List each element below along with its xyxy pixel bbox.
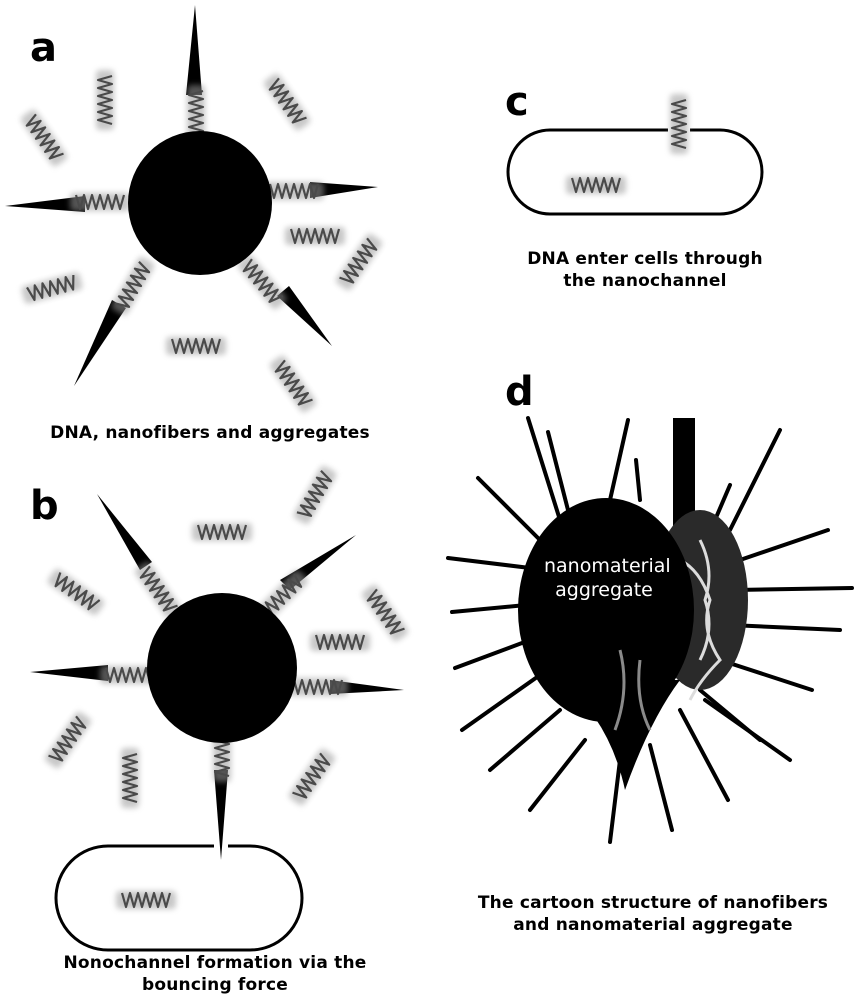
- nanofiber-needle: [277, 286, 332, 346]
- dna-spring: [310, 633, 370, 651]
- nanofiber-needle: [5, 196, 85, 212]
- cell-membrane: [506, 128, 764, 216]
- panel-a: [5, 5, 384, 414]
- caption-c-line1: DNA enter cells through: [527, 249, 763, 269]
- dna-spring: [192, 523, 252, 541]
- panel-label-d: d: [505, 369, 534, 415]
- nanofiber-needle: [310, 182, 378, 198]
- aggregate-label-line1: nanomaterial: [544, 555, 671, 577]
- nanofiber-needle: [97, 494, 152, 570]
- dna-spring: [121, 748, 139, 808]
- dna-spring: [287, 747, 336, 806]
- panel-label-a: a: [30, 25, 57, 71]
- caption-c-line2: the nanochannel: [563, 271, 727, 291]
- dna-spring: [96, 70, 114, 130]
- caption-b: Nonochannel formation via the bouncing f…: [0, 952, 430, 996]
- aggregate-highlight: [613, 649, 652, 731]
- caption-b-line1: Nonochannel formation via the: [63, 953, 367, 973]
- cell-membrane: [54, 844, 304, 952]
- dna-spring: [268, 354, 317, 413]
- dna-spring: [116, 891, 176, 909]
- dna-spring: [70, 193, 130, 211]
- panel-c: [506, 94, 764, 216]
- dna-spring: [19, 108, 68, 167]
- caption-d-line2: and nanomaterial aggregate: [513, 915, 793, 935]
- caption-b-line2: bouncing force: [141, 975, 288, 995]
- dna-spring: [21, 272, 84, 305]
- dna-spring: [285, 227, 345, 245]
- nanofiber-needle: [214, 770, 228, 860]
- aggregate-label: nanomaterial aggregate: [544, 554, 671, 602]
- caption-d-line1: The cartoon structure of nanofibers: [477, 893, 829, 913]
- dna-spring: [670, 94, 688, 154]
- caption-a: DNA, nanofibers and aggregates: [50, 423, 370, 443]
- aggregate-sphere: [147, 593, 297, 743]
- dna-spring: [262, 72, 311, 131]
- nanofiber-needle: [330, 680, 404, 694]
- caption-c: DNA enter cells through the nanochannel: [500, 248, 790, 292]
- panel-b: [30, 465, 410, 952]
- aggregate-body-left: [518, 498, 694, 722]
- dna-spring: [46, 567, 105, 616]
- nanofiber-needle: [186, 5, 202, 95]
- panel-d: [446, 416, 854, 844]
- panel-label-b: b: [30, 483, 59, 529]
- dna-spring: [110, 256, 156, 317]
- dna-spring: [292, 465, 338, 526]
- spike-fibers: [446, 416, 854, 844]
- aggregate-label-line2: aggregate: [555, 579, 653, 601]
- dna-spring: [43, 710, 92, 769]
- dna-spring: [166, 337, 226, 355]
- dna-spring: [264, 182, 324, 200]
- aggregate-tail: [560, 680, 680, 790]
- nanofiber-needle: [74, 300, 126, 386]
- aggregate-body-texture: [679, 539, 722, 701]
- dna-spring: [566, 176, 626, 194]
- caption-d: The cartoon structure of nanofibers and …: [448, 892, 858, 936]
- dna-spring: [236, 253, 288, 311]
- dna-spring: [288, 678, 348, 696]
- nanofiber-needle: [30, 665, 108, 681]
- aggregate-sphere: [128, 131, 272, 275]
- panel-label-c: c: [505, 79, 529, 125]
